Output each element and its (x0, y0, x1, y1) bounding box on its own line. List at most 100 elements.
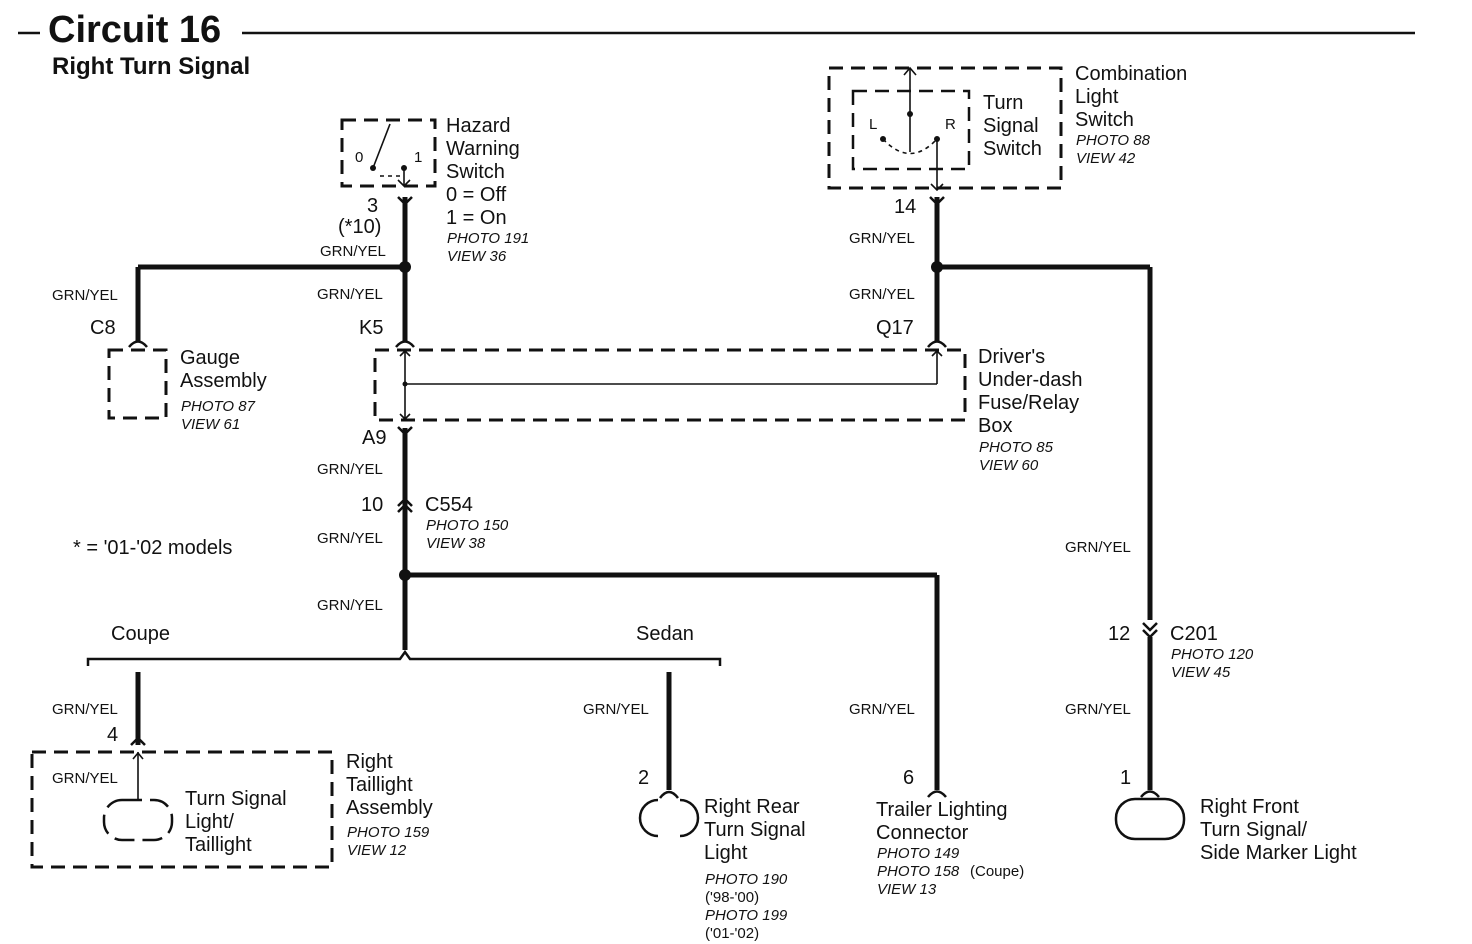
turn-switch-arc (882, 138, 938, 155)
combo-photo: PHOTO 88 (1076, 132, 1151, 149)
combo-label-1: Combination (1075, 63, 1187, 85)
rear-signal-label-1: Right Rear (704, 796, 800, 818)
wire-label-branch: GRN/YEL (317, 597, 383, 614)
c554-connector-upper (397, 497, 413, 507)
c201-name: C201 (1170, 623, 1218, 645)
fuse-label-4: Box (978, 415, 1012, 437)
hazard-switch-box (340, 118, 437, 188)
trailer-photo-2-note: (Coupe) (970, 863, 1024, 880)
trailer-photo-2: PHOTO 158 (877, 863, 960, 880)
front-signal-bulb (1114, 797, 1186, 841)
turn-switch-label-2: Signal (983, 115, 1039, 137)
wire-label-gauge: GRN/YEL (52, 287, 118, 304)
fuse-label-1: Driver's (978, 346, 1045, 368)
fuse-label-2: Under-dash (978, 369, 1083, 391)
gauge-connector-c8 (128, 340, 148, 348)
hazard-pin-connector (397, 196, 413, 206)
c201-pin: 12 (1108, 623, 1130, 645)
rear-signal-years-1: ('98-'00) (705, 889, 759, 906)
hazard-switch-pivot (370, 165, 376, 171)
models-note: * = '01-'02 models (73, 537, 232, 559)
gauge-view: VIEW 61 (181, 416, 240, 433)
c554-photo: PHOTO 150 (426, 517, 509, 534)
trailer-pin: 6 (903, 767, 914, 789)
wire-label-c554: GRN/YEL (317, 530, 383, 547)
wire-label-hazard: GRN/YEL (320, 243, 386, 260)
sedan-label: Sedan (636, 623, 694, 645)
combo-label-2: Light (1075, 86, 1119, 108)
fuse-internal-node (402, 381, 408, 387)
wire-label-front-lower: GRN/YEL (1065, 701, 1131, 718)
turn-switch-left: L (869, 116, 877, 133)
rear-signal-connector (659, 790, 679, 799)
hazard-switch: 0 1 (340, 118, 437, 188)
turn-switch-label-3: Switch (983, 138, 1042, 160)
hazard-label-on: 1 = On (446, 207, 507, 229)
taillight-inner-1: Turn Signal (185, 788, 287, 810)
circuit-subtitle: Right Turn Signal (52, 53, 250, 80)
taillight-assembly-box (30, 750, 334, 869)
fuse-arrow-a9 (399, 413, 411, 421)
c201-photo: PHOTO 120 (1171, 646, 1254, 663)
taillight-label-3: Assembly (346, 797, 433, 819)
rear-signal-bulb-right (679, 798, 700, 838)
splice-combo (931, 261, 943, 273)
taillight-inner-3: Taillight (185, 834, 252, 856)
fuse-photo: PHOTO 85 (979, 439, 1054, 456)
rear-signal-photo-1: PHOTO 190 (705, 871, 788, 888)
hazard-pos-1: 1 (414, 149, 422, 166)
turn-signal-switch-box (851, 89, 971, 171)
front-signal-pin: 1 (1120, 767, 1131, 789)
c201-connector-upper (1142, 622, 1158, 632)
hazard-label-1: Hazard (446, 115, 510, 137)
taillight-bulb (102, 798, 174, 842)
k5-connector (395, 340, 415, 348)
hazard-switch-blade (372, 123, 391, 169)
wire-label-rear-signal: GRN/YEL (583, 701, 649, 718)
hazard-label-2: Warning (446, 138, 520, 160)
c554-pin: 10 (361, 494, 383, 516)
wire-label-combo: GRN/YEL (849, 230, 915, 247)
fuse-relay-box (373, 348, 967, 422)
fuse-label-3: Fuse/Relay (978, 392, 1079, 414)
hazard-pos-0: 0 (355, 149, 363, 166)
front-signal-connector (1140, 790, 1160, 798)
coupe-label: Coupe (111, 623, 170, 645)
wire-label-q17: GRN/YEL (849, 286, 915, 303)
front-signal-label-1: Right Front (1200, 796, 1299, 818)
taillight-inner-2: Light/ (185, 811, 234, 833)
wire-label-trailer: GRN/YEL (849, 701, 915, 718)
combo-view: VIEW 42 (1076, 150, 1136, 167)
c201-view: VIEW 45 (1171, 664, 1231, 681)
turn-switch-label-1: Turn (983, 92, 1023, 114)
gauge-label-2: Assembly (180, 370, 267, 392)
trailer-label-2: Connector (876, 822, 969, 844)
taillight-pin: 4 (107, 724, 118, 746)
rear-signal-years-2: ('01-'02) (705, 925, 759, 942)
fuse-arrow-k5 (399, 349, 411, 357)
rear-signal-pin: 2 (638, 767, 649, 789)
trailer-photo-1: PHOTO 149 (877, 845, 960, 862)
wire-label-a9: GRN/YEL (317, 461, 383, 478)
q17-connector (927, 340, 947, 348)
c554-connector-lower (397, 503, 413, 513)
trailer-connector (927, 790, 947, 798)
gauge-label-1: Gauge (180, 347, 240, 369)
turn-switch-node (907, 111, 913, 117)
hazard-pin-alt: (*10) (338, 216, 381, 238)
combination-light-switch: L R (827, 66, 1063, 192)
gauge-photo: PHOTO 87 (181, 398, 256, 415)
turn-switch-arrow (930, 183, 944, 192)
rear-signal-label-3: Light (704, 842, 748, 864)
hazard-label-3: Switch (446, 161, 505, 183)
c554-view: VIEW 38 (426, 535, 486, 552)
taillight-photo: PHOTO 159 (347, 824, 430, 841)
turn-switch-up-arrow (903, 66, 917, 76)
turn-switch-right: R (945, 116, 956, 133)
fuse-pin-q17: Q17 (876, 317, 914, 339)
wire-label-taillight: GRN/YEL (52, 701, 118, 718)
fuse-arrow-q17 (931, 349, 943, 357)
hazard-label-off: 0 = Off (446, 184, 507, 206)
taillight-connector (130, 736, 146, 746)
